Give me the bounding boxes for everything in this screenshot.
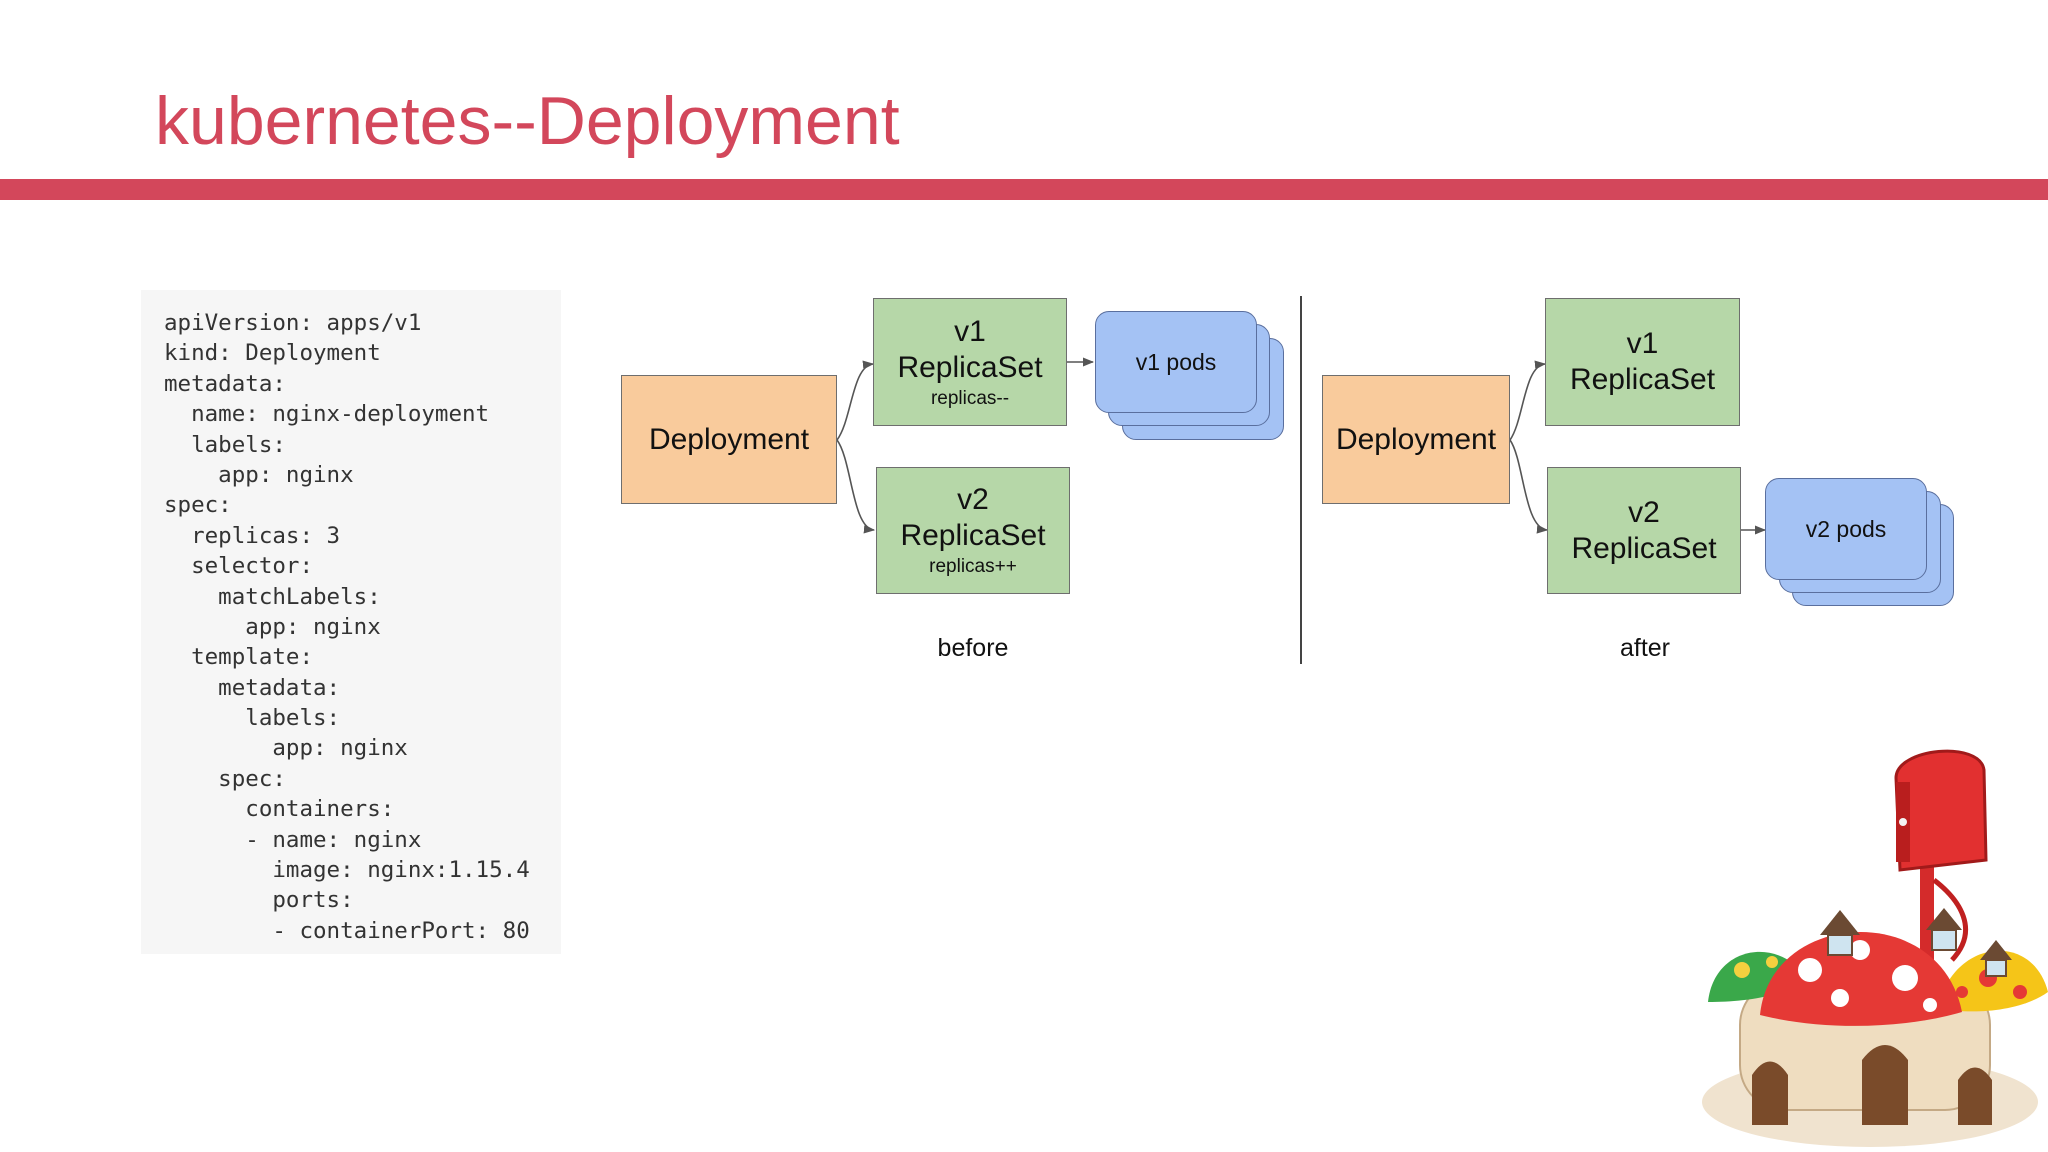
door [1752,1061,1788,1125]
post-scroll [1932,878,1969,962]
code-line: labels: [164,705,341,732]
replicaset-version-label: v2 [1628,495,1660,529]
code-line: apiVersion: apps/v1 [164,310,422,336]
code-line: matchLabels: [164,583,381,610]
pods-box-before: v1 pods [1095,311,1257,413]
pods-label: v2 pods [1805,515,1887,542]
replicaset-v2-box-after: v2 ReplicaSet [1547,467,1741,594]
roof-dormer [1926,908,1962,930]
mailbox [1894,749,1988,872]
arrow-deploy-to-v2-before [836,439,876,534]
door [1958,1067,1992,1125]
mushroom-house-illustration [1702,749,2048,1147]
replicaset-note-label: replicas-- [930,387,1010,409]
deployment-label: Deployment [648,422,810,456]
replicaset-v2-box-before: v2 ReplicaSet replicas++ [876,467,1070,594]
replicaset-kind-label: ReplicaSet [1569,363,1716,396]
deployment-box-after: Deployment [1322,375,1510,504]
code-line: template: [164,644,314,671]
title-underline [0,179,2048,200]
pods-box-after: v2 pods [1765,478,1927,580]
replicaset-version-label: v2 [957,483,989,516]
door [1862,1045,1908,1125]
caption-after: after [1619,634,1671,662]
arrow-deploy-to-v1-after [1509,360,1547,441]
roof-dormer [1980,940,2012,960]
replicaset-version-label: v1 [1626,327,1659,360]
code-line: spec: [164,765,286,792]
code-line: labels: [164,431,286,458]
pods-label: v1 pods [1135,348,1217,375]
code-line: containers: [164,796,395,823]
replicaset-kind-label: ReplicaSet [897,350,1043,384]
slide-title: kubernetes--Deployment [155,83,900,159]
before-after-divider [1300,296,1302,664]
code-line: - containerPort: 80 [164,917,530,944]
yaml-code-block: apiVersion: apps/v1 kind: Deployment met… [141,290,561,954]
code-line: spec: [164,492,232,519]
code-line: name: nginx-deployment [164,401,490,428]
replicaset-kind-label: ReplicaSet [900,519,1046,552]
arrow-deploy-to-v1-before [836,360,875,441]
code-line: metadata: [164,370,286,397]
caption-before: before [937,634,1009,662]
arrow-deploy-to-v2-after [1509,439,1549,534]
code-line: metadata: [164,674,341,701]
code-line: - name: nginx [164,826,422,853]
deployment-box-before: Deployment [621,375,837,504]
replicaset-v1-box-before: v1 ReplicaSet replicas-- [873,298,1067,426]
code-line: ports: [164,887,354,914]
code-line: app: nginx [164,613,381,640]
replicaset-v1-box-after: v1 ReplicaSet [1545,298,1740,426]
deployment-label: Deployment [1335,422,1497,456]
code-line: image: nginx:1.15.4 [164,857,530,884]
replicaset-version-label: v1 [954,314,986,348]
code-line: app: nginx [164,461,354,488]
code-line: replicas: 3 [164,522,341,549]
code-line: app: nginx [164,735,408,762]
code-line: selector: [164,553,314,580]
red-cap [1760,932,1962,1026]
roof-dormer [1820,910,1860,935]
code-line: kind: Deployment [164,340,381,367]
replicaset-note-label: replicas++ [929,556,1017,577]
replicaset-kind-label: ReplicaSet [1571,531,1717,565]
